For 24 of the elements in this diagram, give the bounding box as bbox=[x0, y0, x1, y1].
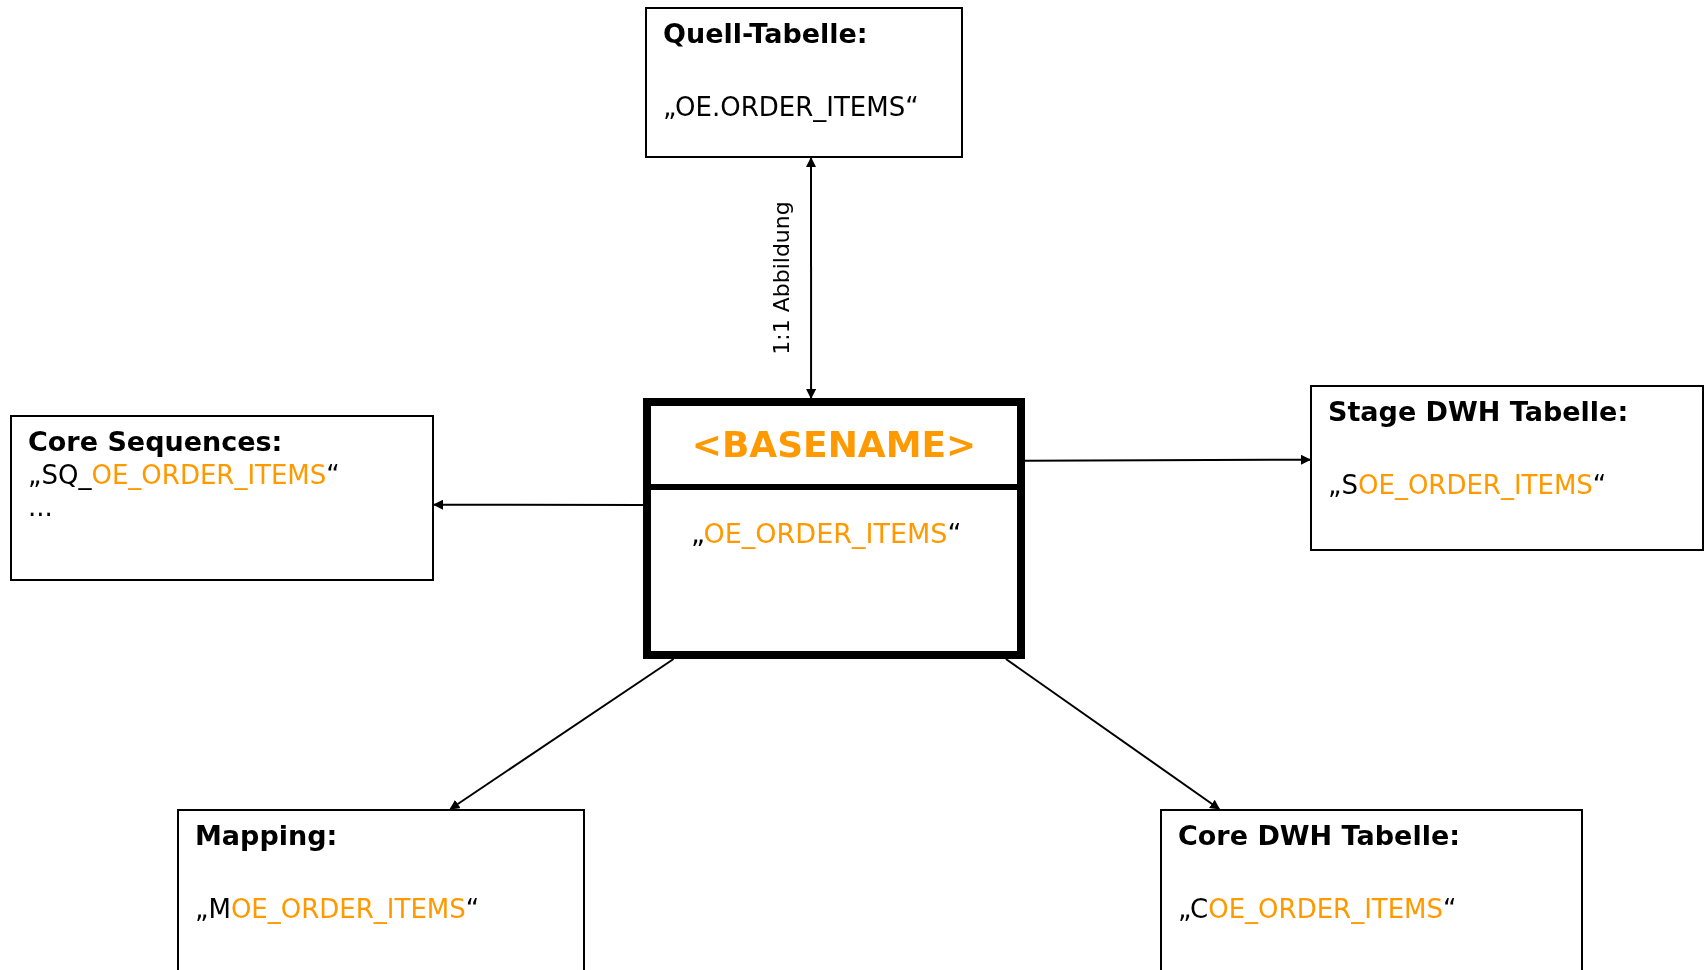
box-heading: Core DWH Tabelle: bbox=[1178, 819, 1461, 853]
box-heading: Mapping: bbox=[195, 819, 339, 853]
table-name: „MOE_ORDER_ITEMS“ bbox=[195, 892, 481, 926]
table-name: „SQ_OE_ORDER_ITEMS“ bbox=[28, 458, 341, 492]
arrow bbox=[806, 157, 817, 399]
table-box bbox=[177, 809, 585, 970]
box-heading: Quell-Tabelle: bbox=[663, 17, 869, 51]
box-heading: Core Sequences: bbox=[28, 425, 284, 459]
table-box bbox=[645, 7, 963, 158]
entity-box bbox=[643, 398, 1025, 659]
arrow bbox=[449, 658, 675, 810]
arrow bbox=[1004, 658, 1221, 810]
entity-title: <BASENAME> bbox=[691, 423, 977, 467]
table-box bbox=[10, 415, 434, 581]
table-name: „COE_ORDER_ITEMS“ bbox=[1178, 892, 1458, 926]
entity-name: „OE_ORDER_ITEMS“ bbox=[691, 517, 963, 551]
arrow bbox=[1024, 454, 1311, 465]
table-name: „OE.ORDER_ITEMS“ bbox=[663, 90, 920, 124]
table-box bbox=[1310, 385, 1704, 551]
table-name: ... bbox=[28, 491, 54, 524]
arrow bbox=[433, 499, 644, 510]
table-name: „SOE_ORDER_ITEMS“ bbox=[1328, 468, 1608, 502]
table-box bbox=[1160, 809, 1583, 970]
box-heading: Stage DWH Tabelle: bbox=[1328, 395, 1630, 429]
